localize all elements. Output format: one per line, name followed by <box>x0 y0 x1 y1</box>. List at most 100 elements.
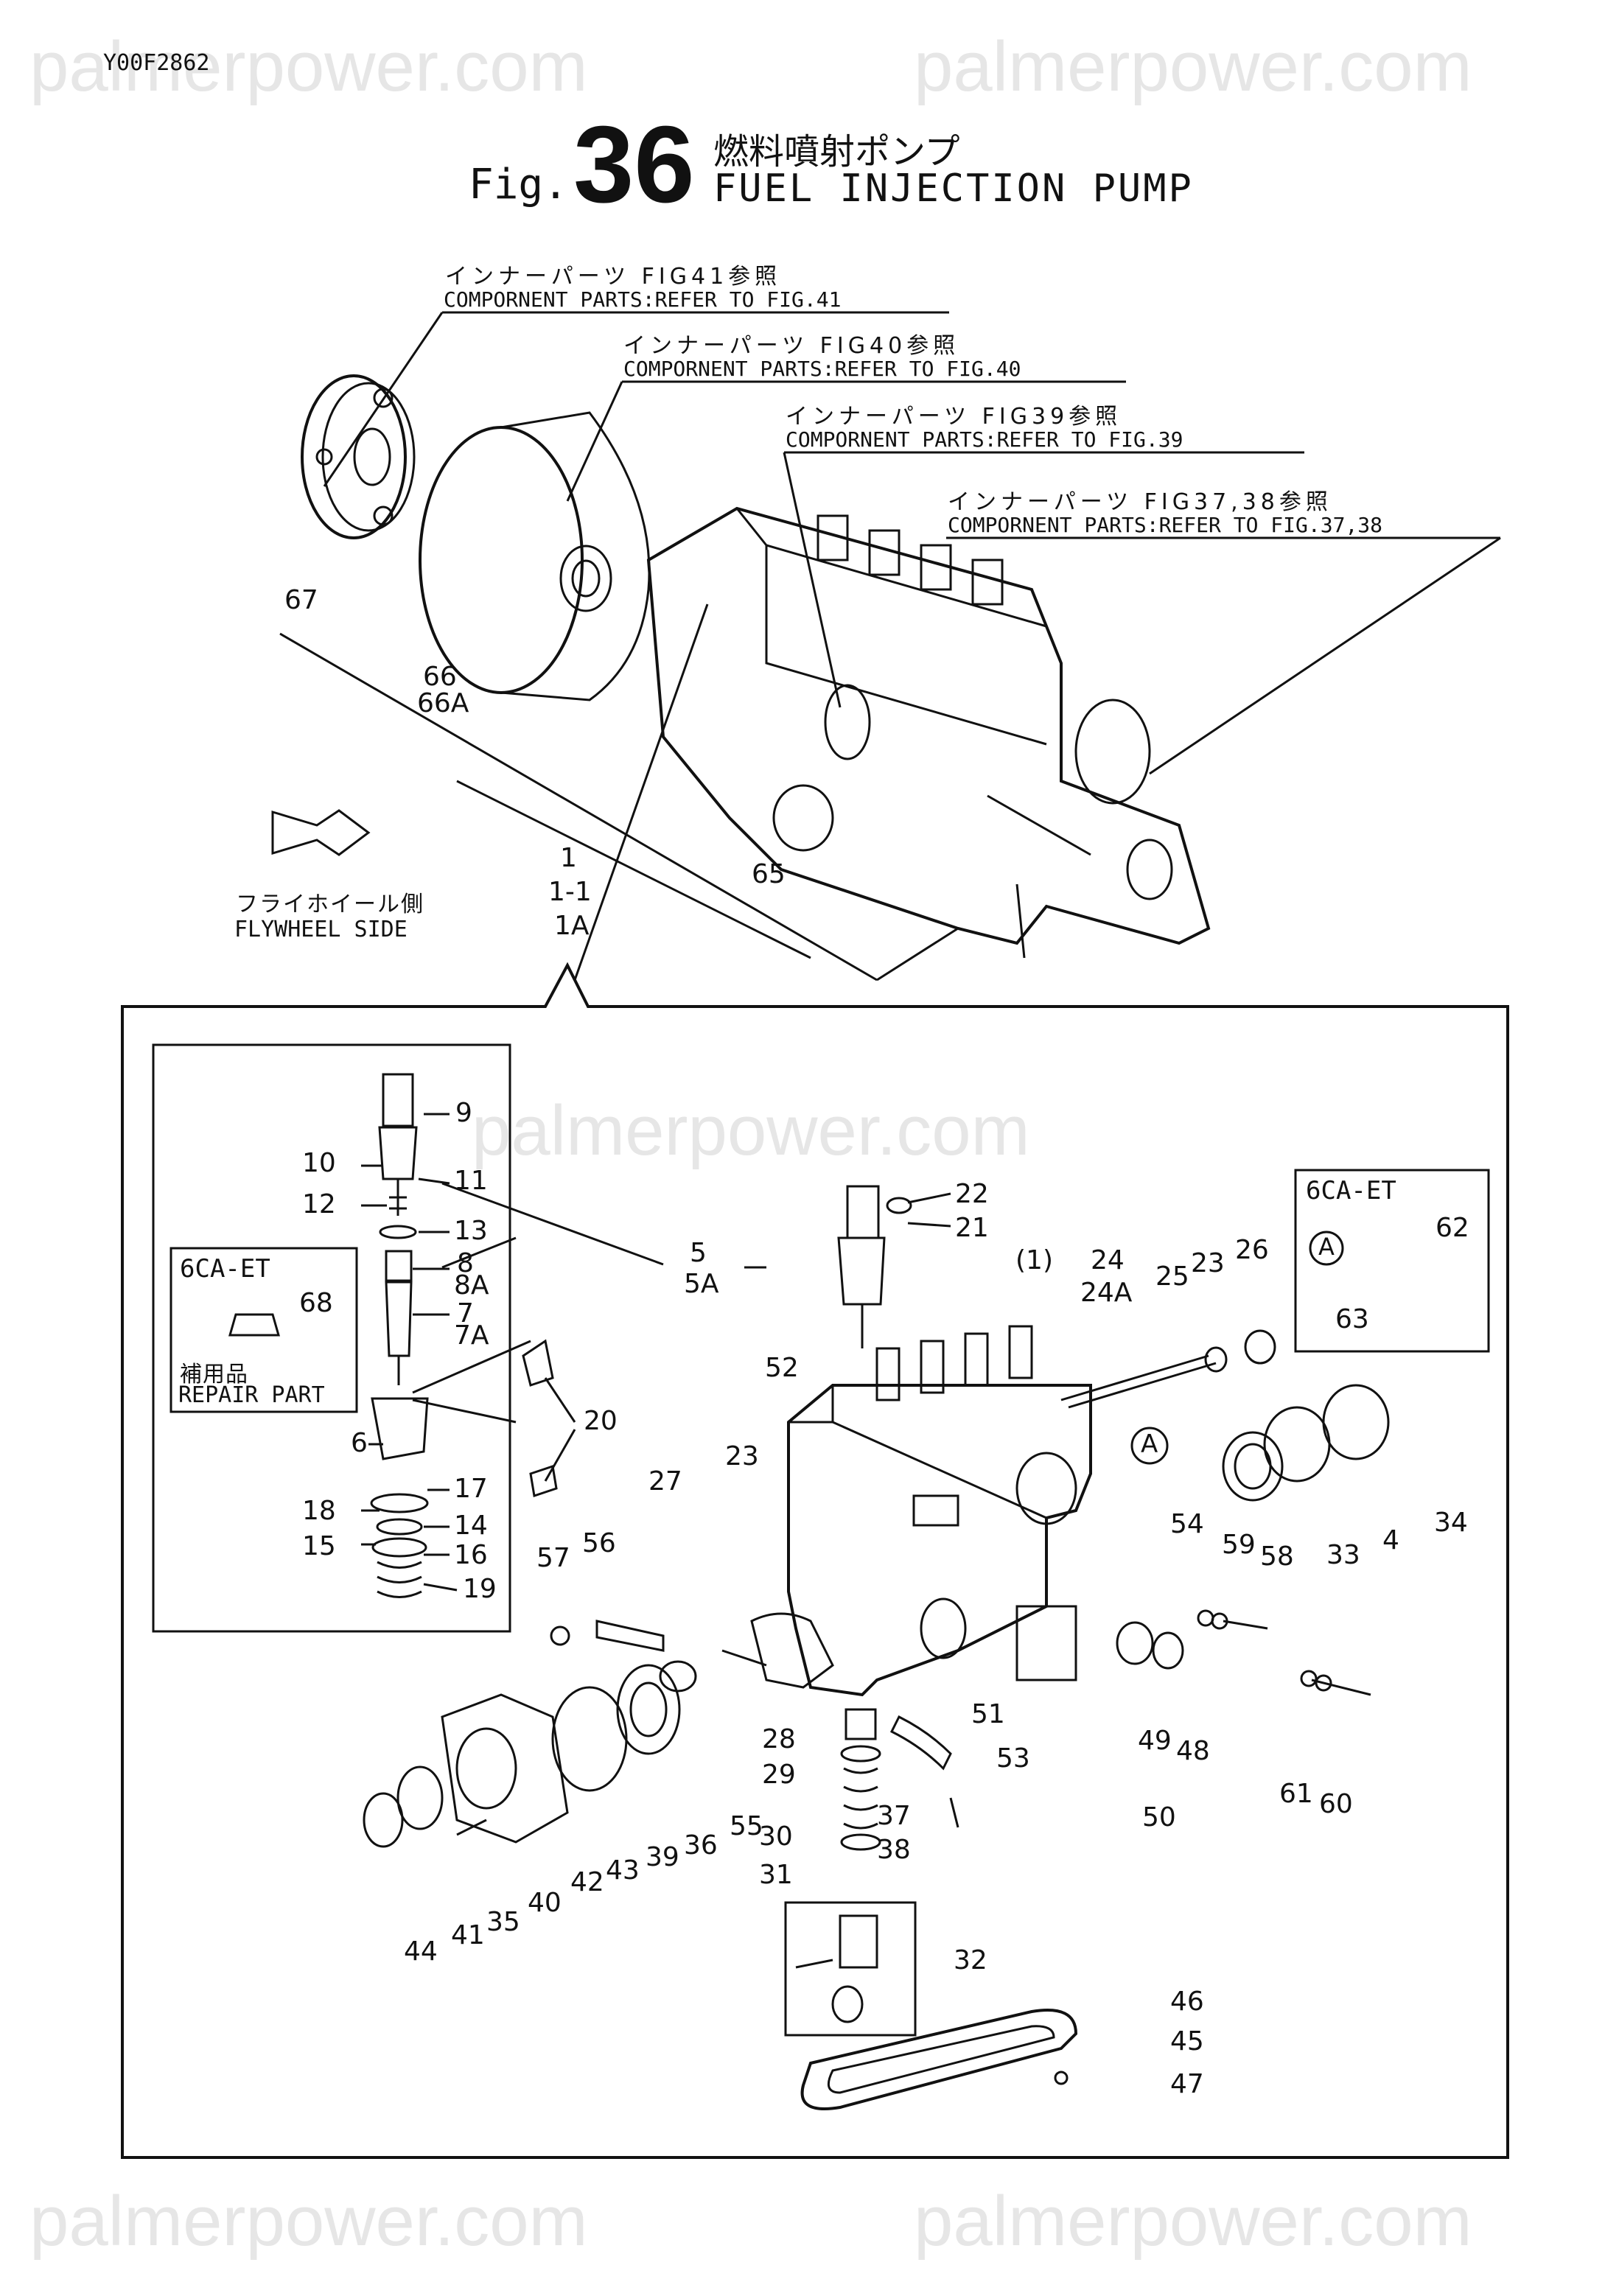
part-label-57: 57 <box>536 1543 570 1573</box>
document-code: Y00F2862 <box>103 50 210 76</box>
part-label-10: 10 <box>302 1148 336 1178</box>
part-label-1a: 1A <box>554 911 590 941</box>
part-label-25: 25 <box>1155 1261 1189 1292</box>
part-label-32: 32 <box>954 1945 987 1975</box>
flywheel-side-en: FLYWHEEL SIDE <box>234 917 408 942</box>
reference-37-38-en: COMPORNENT PARTS:REFER TO FIG.37,38 <box>948 513 1383 537</box>
part-label-18: 18 <box>302 1496 336 1526</box>
part-label-1: 1 <box>560 843 577 873</box>
part-label-14: 14 <box>454 1511 488 1541</box>
part-label-67: 67 <box>284 585 318 615</box>
part-label-6: 6 <box>351 1428 368 1458</box>
part-label-12: 12 <box>302 1189 336 1219</box>
part-label-60: 60 <box>1319 1789 1353 1819</box>
part-label-53: 53 <box>996 1743 1030 1774</box>
figure-title-jp: 燃料噴射ポンプ <box>713 131 960 172</box>
part-label-24a: 24A <box>1080 1278 1133 1308</box>
watermark-top-right: palmerpower.com <box>914 27 1472 106</box>
figure-prefix: Fig. <box>469 161 568 209</box>
part-label-62: 62 <box>1436 1213 1469 1243</box>
part-label-61: 61 <box>1279 1779 1313 1809</box>
reference-37-38-jp: インナーパーツ FIG37,38参照 <box>948 489 1332 515</box>
part-label-34: 34 <box>1434 1508 1468 1538</box>
part-label-66: 66 <box>423 662 457 692</box>
part-label-27: 27 <box>648 1466 682 1497</box>
part-label-30: 30 <box>759 1821 793 1852</box>
reference-39-jp: インナーパーツ FIG39参照 <box>786 404 1122 430</box>
part-label-5a: 5A <box>684 1269 719 1299</box>
part-label-35: 35 <box>486 1907 520 1937</box>
part-label-68: 68 <box>299 1288 333 1318</box>
flywheel-side-jp: フライホイール側 <box>236 892 424 917</box>
watermark-center: palmerpower.com <box>472 1091 1030 1170</box>
part-label-38: 38 <box>877 1835 911 1865</box>
part-label-4: 4 <box>1382 1525 1399 1555</box>
inset-left-model: 6CA-ET <box>180 1254 270 1284</box>
part-label-49: 49 <box>1138 1726 1172 1756</box>
reference-40-en: COMPORNENT PARTS:REFER TO FIG.40 <box>623 357 1021 381</box>
reference-40-jp: インナーパーツ FIG40参照 <box>623 333 960 359</box>
part-label-66a: 66A <box>417 688 469 718</box>
marker-a-main: A <box>1141 1429 1158 1459</box>
part-label-40: 40 <box>528 1888 562 1918</box>
part-label-7: 7 <box>457 1298 474 1329</box>
part-label-51: 51 <box>971 1699 1005 1729</box>
part-label-16: 16 <box>454 1540 488 1570</box>
part-label-23-top: 23 <box>1191 1248 1225 1278</box>
watermark-top-left: palmerpower.com <box>29 27 588 106</box>
reference-39-en: COMPORNENT PARTS:REFER TO FIG.39 <box>786 427 1183 452</box>
part-label-21: 21 <box>955 1213 989 1243</box>
watermark-bottom-right: palmerpower.com <box>914 2182 1472 2261</box>
reference-41-en: COMPORNENT PARTS:REFER TO FIG.41 <box>444 287 842 312</box>
marker-a-inset: A <box>1318 1233 1335 1261</box>
part-label-45: 45 <box>1170 2026 1204 2057</box>
watermark-bottom-left: palmerpower.com <box>29 2182 588 2261</box>
part-label-22: 22 <box>955 1179 989 1209</box>
part-label-1-1: 1-1 <box>548 877 592 907</box>
part-label-33: 33 <box>1326 1540 1360 1570</box>
figure-title-en: FUEL INJECTION PUMP <box>713 167 1194 211</box>
part-label-9: 9 <box>455 1098 472 1128</box>
part-label-44: 44 <box>404 1936 438 1967</box>
part-label-1-paren: (1) <box>1015 1245 1053 1275</box>
part-label-65: 65 <box>752 859 786 889</box>
part-label-17: 17 <box>454 1474 488 1504</box>
part-label-23-mid: 23 <box>725 1441 759 1471</box>
part-label-8a: 8A <box>454 1270 489 1301</box>
reference-41-jp: インナーパーツ FIG41参照 <box>445 264 782 290</box>
part-label-58: 58 <box>1260 1541 1294 1572</box>
part-label-39: 39 <box>646 1842 679 1872</box>
inset-right-model: 6CA-ET <box>1306 1176 1396 1205</box>
part-label-15: 15 <box>302 1531 336 1561</box>
repair-part-jp: 補用品 <box>180 1362 248 1387</box>
part-label-56: 56 <box>582 1528 616 1558</box>
part-label-47: 47 <box>1170 2069 1204 2099</box>
part-label-42: 42 <box>570 1867 604 1897</box>
part-label-19: 19 <box>463 1574 497 1604</box>
part-label-31: 31 <box>759 1860 793 1890</box>
part-label-28: 28 <box>762 1724 796 1754</box>
figure-number: 36 <box>573 104 695 225</box>
part-label-20: 20 <box>584 1406 618 1436</box>
part-label-26: 26 <box>1235 1235 1269 1265</box>
part-label-63: 63 <box>1335 1304 1369 1334</box>
part-label-7a: 7A <box>454 1320 489 1351</box>
part-label-29: 29 <box>762 1760 796 1790</box>
part-label-59: 59 <box>1222 1530 1256 1560</box>
part-label-46: 46 <box>1170 1987 1204 2017</box>
part-label-55: 55 <box>730 1811 763 1841</box>
part-label-50: 50 <box>1142 1802 1176 1833</box>
part-label-13: 13 <box>454 1216 488 1246</box>
part-label-36: 36 <box>684 1830 718 1861</box>
part-label-24: 24 <box>1091 1245 1125 1275</box>
part-label-43: 43 <box>606 1855 640 1886</box>
part-label-52: 52 <box>765 1353 799 1383</box>
part-label-37: 37 <box>877 1801 911 1831</box>
part-label-8: 8 <box>457 1248 474 1278</box>
part-label-41: 41 <box>451 1920 485 1950</box>
part-label-48: 48 <box>1176 1736 1210 1766</box>
repair-part-en: REPAIR PART <box>178 1382 325 1408</box>
part-label-5: 5 <box>690 1238 707 1268</box>
part-label-54: 54 <box>1170 1509 1204 1539</box>
